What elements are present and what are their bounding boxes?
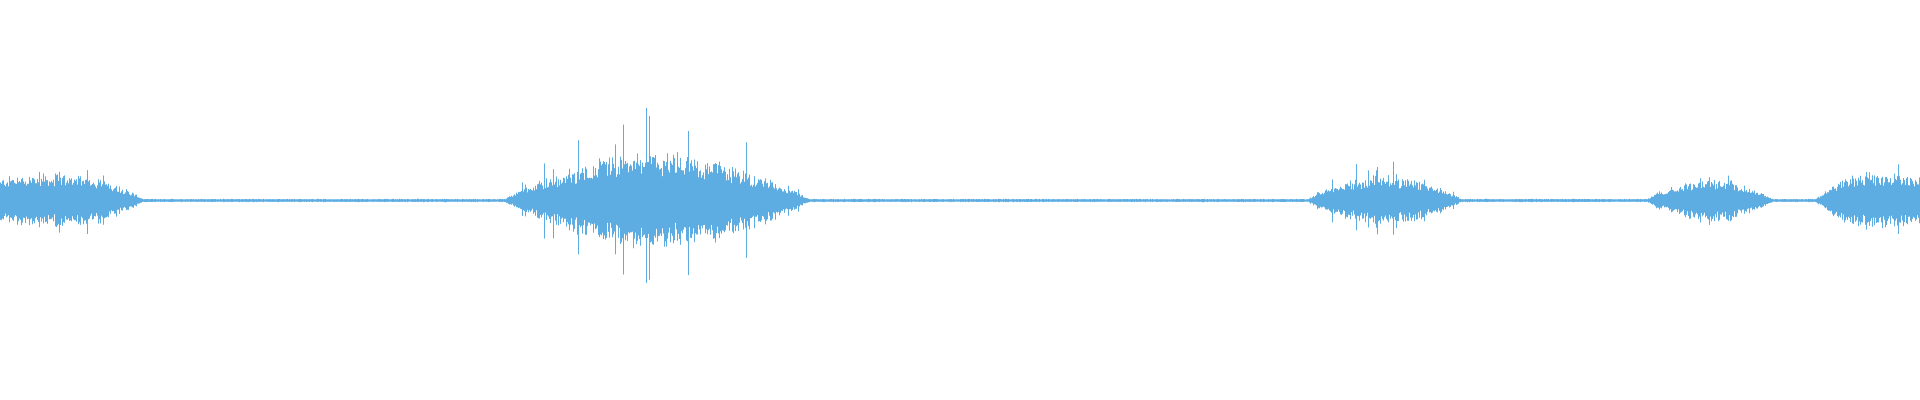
waveform-samples <box>0 107 1920 283</box>
